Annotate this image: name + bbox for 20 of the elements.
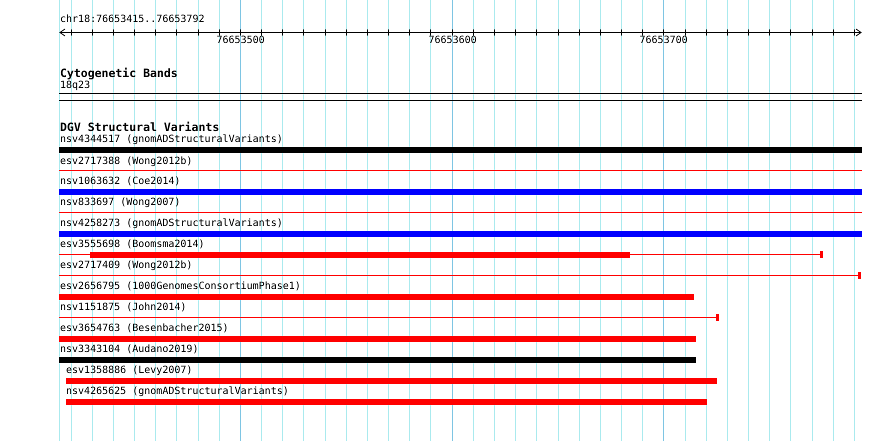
feature-label: esv2656795 (1000GenomesConsortiumPhase1) (60, 281, 301, 293)
feature-label: esv1358886 (Levy2007) (66, 365, 192, 377)
band-label: 18q23 (60, 80, 90, 92)
feature-label: nsv1151875 (John2014) (60, 302, 186, 314)
feature-label: nsv3343104 (Audano2019) (60, 344, 198, 356)
tick-label: 76653700 (640, 34, 688, 46)
feature-label: esv3654763 (Besenbacher2015) (60, 323, 229, 335)
track-heading: Cytogenetic Bands (60, 67, 178, 80)
feature-label: esv3555698 (Boomsma2014) (60, 239, 204, 251)
tick-label: 76653500 (216, 34, 265, 46)
feature-label: nsv4265625 (gnomADStructuralVariants) (66, 386, 289, 398)
feature-label: nsv4258273 (gnomADStructuralVariants) (60, 218, 283, 230)
feature-label: nsv833697 (Wong2007) (60, 197, 180, 209)
coordinate-range: chr18:76653415..76653792 (60, 14, 204, 26)
feature-label: nsv4344517 (gnomADStructuralVariants) (60, 134, 283, 146)
feature-label: esv2717409 (Wong2012b) (60, 260, 192, 272)
feature-label: nsv1063632 (Coe2014) (60, 176, 180, 188)
feature-label: esv2717388 (Wong2012b) (60, 156, 192, 168)
track-heading: DGV Structural Variants (60, 120, 220, 134)
tick-label: 76653600 (428, 34, 477, 46)
